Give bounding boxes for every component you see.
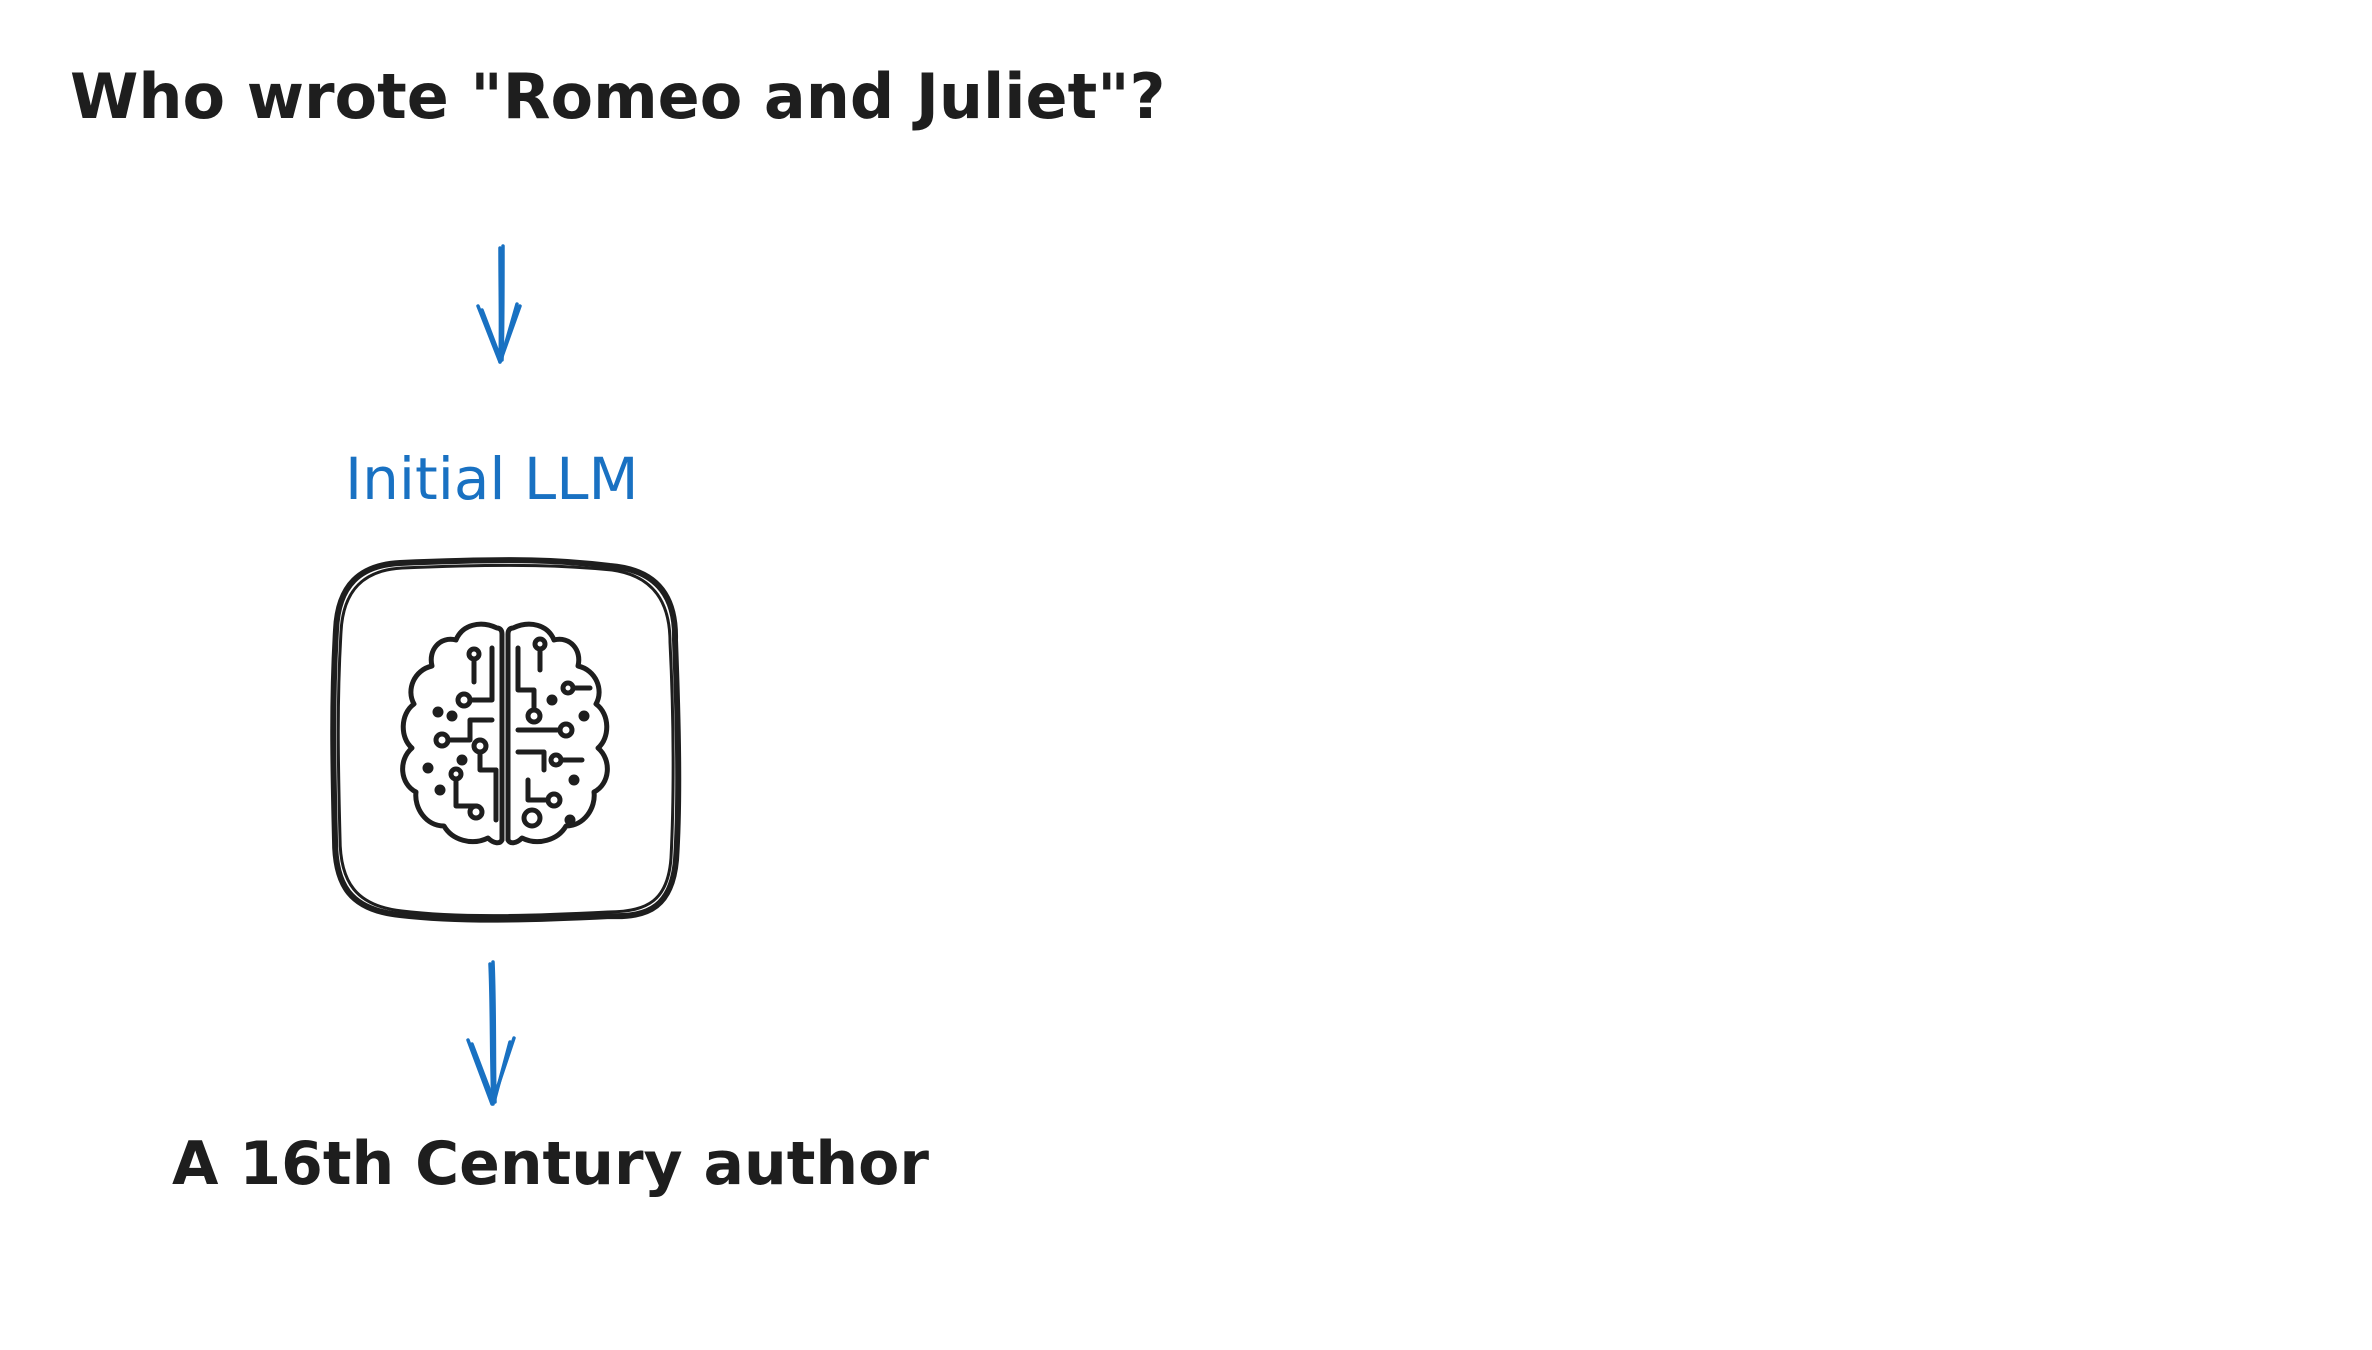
answer-text: A 16th Century author	[172, 1129, 929, 1199]
question-text: Who wrote "Romeo and Juliet"?	[70, 60, 1166, 133]
brain-circuit-icon	[400, 621, 610, 846]
model-label: Initial LLM	[345, 445, 639, 513]
